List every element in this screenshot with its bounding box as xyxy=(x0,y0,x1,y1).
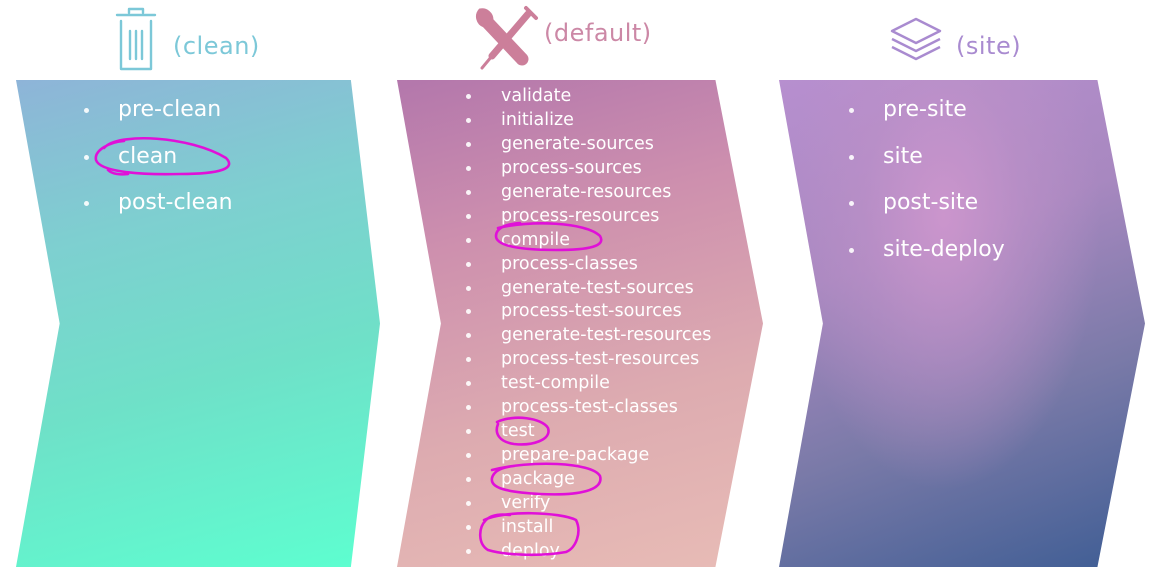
annotation-strokes xyxy=(94,136,603,557)
phase-item: clean xyxy=(84,143,233,190)
default-lifecycle-header: (default) xyxy=(470,0,652,78)
phase-item: post-clean xyxy=(84,189,233,236)
phase-item: package xyxy=(465,468,711,492)
site-lifecycle-title: (site) xyxy=(956,32,1022,60)
phase-item: generate-test-resources xyxy=(465,324,711,348)
phase-item: process-sources xyxy=(465,157,711,181)
highlight-circle-package xyxy=(490,462,602,496)
site-lifecycle-header: (site) xyxy=(888,0,1021,78)
phase-item: test-compile xyxy=(465,372,711,396)
clean-lifecycle-chevron xyxy=(16,80,380,567)
phase-item: process-test-classes xyxy=(465,396,711,420)
phase-item: process-resources xyxy=(465,205,711,229)
layers-icon xyxy=(890,17,942,61)
phase-item: validate xyxy=(465,85,711,109)
clean-lifecycle-header: (clean) xyxy=(113,0,260,78)
phase-item: site xyxy=(849,143,1005,190)
site-phase-list: pre-site site post-site site-deploy xyxy=(849,96,1005,283)
default-lifecycle-chevron xyxy=(397,80,763,567)
phase-item: compile xyxy=(465,229,711,253)
default-lifecycle-title: (default) xyxy=(544,19,652,47)
phase-item: generate-resources xyxy=(465,181,711,205)
highlight-circle-install xyxy=(478,511,580,557)
phase-item: initialize xyxy=(465,109,711,133)
phase-item: post-site xyxy=(849,189,1005,236)
highlight-circle-compile xyxy=(494,221,603,252)
phase-item: verify xyxy=(465,492,711,516)
phase-item: site-deploy xyxy=(849,236,1005,283)
phase-item: generate-sources xyxy=(465,133,711,157)
site-lifecycle-chevron xyxy=(779,80,1145,567)
phase-item: deploy xyxy=(465,540,711,564)
phase-item: test xyxy=(465,420,711,444)
tools-icon xyxy=(475,6,538,70)
clean-lifecycle-title: (clean) xyxy=(173,32,260,60)
trash-icon xyxy=(115,7,157,71)
phase-item: process-test-resources xyxy=(465,348,711,372)
phase-item: install xyxy=(465,516,711,540)
clean-phase-list: pre-clean clean post-clean xyxy=(84,96,233,236)
phase-item: process-classes xyxy=(465,253,711,277)
highlight-circle-clean xyxy=(94,136,231,176)
phase-item: process-test-sources xyxy=(465,300,711,324)
phase-item: pre-clean xyxy=(84,96,233,143)
phase-item: generate-test-sources xyxy=(465,277,711,301)
phase-item: prepare-package xyxy=(465,444,711,468)
highlight-circle-test xyxy=(495,416,550,446)
phase-item: pre-site xyxy=(849,96,1005,143)
default-phase-list: validate initialize generate-sources pro… xyxy=(465,85,711,564)
